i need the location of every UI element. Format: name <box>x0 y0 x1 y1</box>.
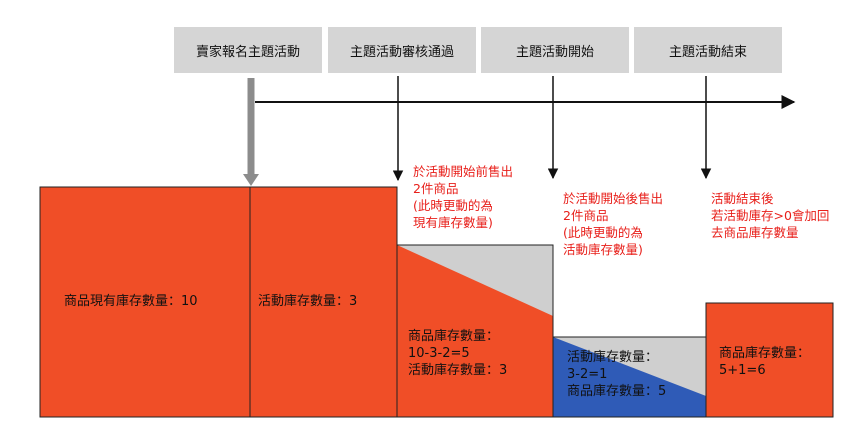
label-inventory-now: 商品現有庫存數量：10 <box>64 294 198 309</box>
block-after-presale <box>397 245 553 417</box>
block-inventory-now <box>39 186 251 418</box>
stage-review-approved: 主題活動審核通過 <box>328 27 476 73</box>
label-after-start: 活動庫存數量： 3-2=1 商品庫存數量：5 <box>567 350 667 399</box>
note-after-end: 活動結束後 若活動庫存>0會加回 去商品庫存數量 <box>711 191 830 240</box>
stage-activity-end: 主題活動結束 <box>634 27 782 73</box>
block-after-end <box>705 302 834 418</box>
label-after-presale: 商品庫存數量： 10-3-2=5 活動庫存數量：3 <box>408 329 508 378</box>
label-activity-stock: 活動庫存數量：3 <box>258 294 358 309</box>
stage-seller-register: 賣家報名主題活動 <box>174 27 322 73</box>
note-before-start: 於活動開始前售出 2件商品 (此時更動的為 現有庫存數量) <box>413 164 514 230</box>
block-after-start <box>553 337 706 417</box>
label-after-end: 商品庫存數量： 5+1=6 <box>719 346 811 378</box>
note-after-start: 於活動開始後售出 2件商品 (此時更動的為 活動庫存數量) <box>563 191 664 257</box>
block-activity-stock <box>249 186 398 418</box>
stage-activity-start: 主題活動開始 <box>481 27 629 73</box>
